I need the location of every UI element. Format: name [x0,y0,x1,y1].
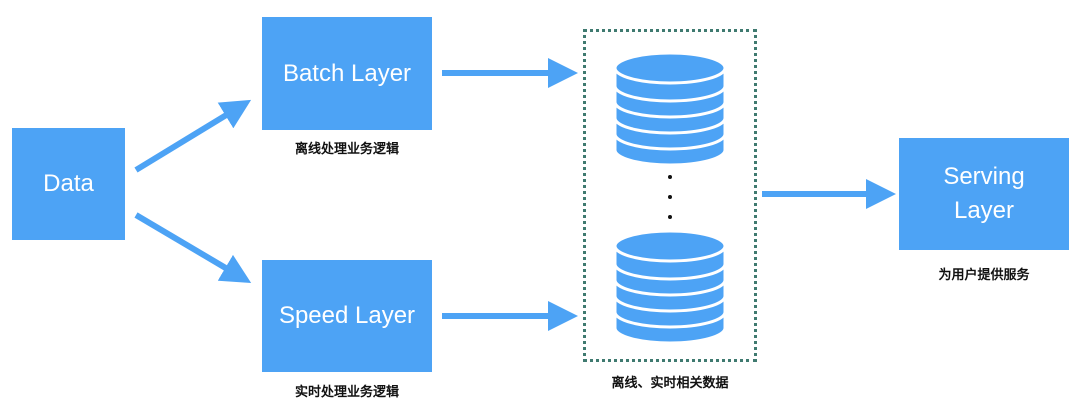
serving-layer-label-line1: Serving [943,163,1025,190]
storage-caption: 离线、实时相关数据 [611,376,729,391]
speed-layer-label: Speed Layer [278,302,416,329]
serving-layer-caption: 为用户提供服务 [938,268,1030,283]
ellipsis-vertical-icon [668,175,672,219]
speed-layer-node: Speed Layer [262,260,432,372]
data-node-label: Data [43,170,94,197]
data-node: Data [12,128,125,240]
storage-container [583,29,757,362]
database-icon [613,229,727,345]
serving-layer-label-line2: Layer [953,197,1015,224]
arrow-data-to-speed [134,212,252,284]
database-icon [613,51,727,167]
batch-layer-caption: 离线处理业务逻辑 [294,142,399,157]
batch-layer-label: Batch Layer [282,59,412,87]
arrow-data-to-batch [134,99,252,173]
serving-layer-node: Serving Layer [899,138,1069,250]
speed-layer-caption: 实时处理业务逻辑 [294,385,399,400]
batch-layer-node: Batch Layer [262,17,432,130]
